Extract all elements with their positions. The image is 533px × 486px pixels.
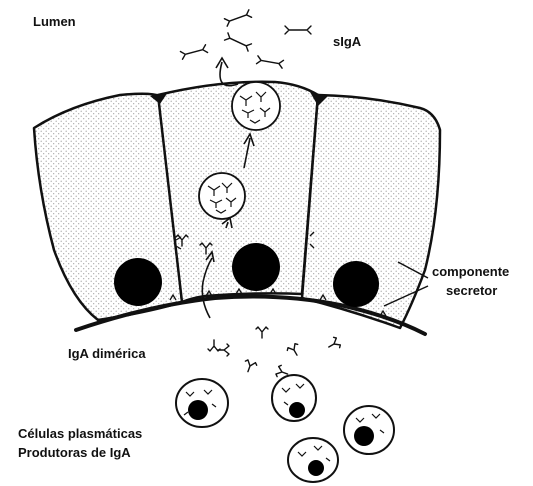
plasma-cell-4 xyxy=(288,438,338,482)
plasma-cells-label-line1: Células plasmáticas xyxy=(18,426,142,442)
nucleus-right xyxy=(333,261,379,307)
plasma-cell-1 xyxy=(176,379,228,427)
dimeric-iga-free xyxy=(208,327,341,380)
plasma-cells-label-line2: Produtoras de IgA xyxy=(18,445,131,461)
secretory-component-label-line1: componente xyxy=(432,264,509,280)
plasma-cell-3 xyxy=(344,406,394,454)
secreted-siga xyxy=(180,10,311,68)
nucleus-left xyxy=(114,258,162,306)
siga-label: sIgA xyxy=(333,34,361,50)
nucleus-middle xyxy=(232,243,280,291)
plasma-cell-2 xyxy=(272,375,316,421)
secretory-component-label-line2: secretor xyxy=(446,283,497,299)
lumen-label: Lumen xyxy=(33,14,76,30)
dimeric-iga-label: IgA dimérica xyxy=(68,346,146,362)
